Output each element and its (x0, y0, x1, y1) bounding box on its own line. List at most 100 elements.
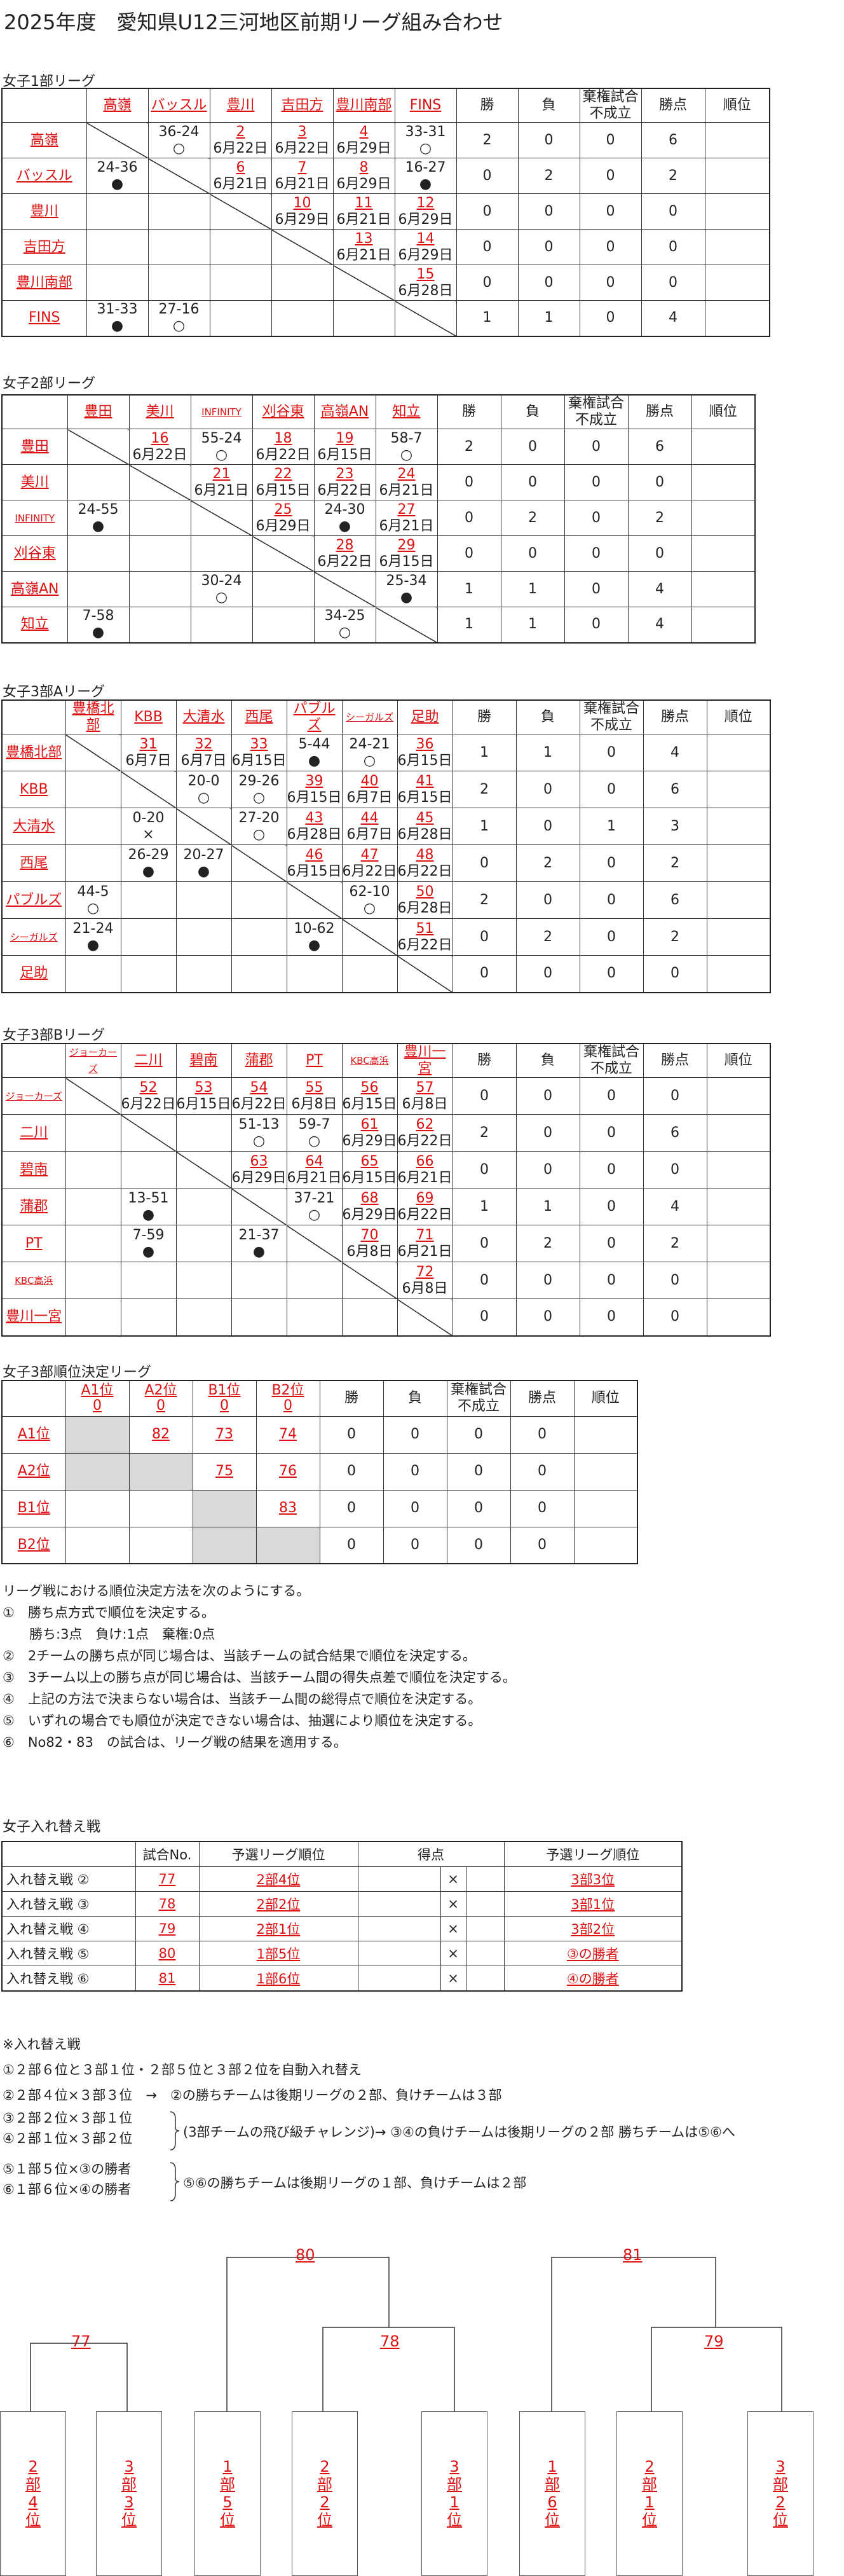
forfeits: 0 (579, 1225, 644, 1262)
points: 0 (510, 1452, 575, 1491)
forfeits: 0 (579, 158, 642, 194)
result-mark: ● (419, 176, 432, 192)
match-score: 13-51 (128, 1190, 169, 1206)
match-date: 6月8日 (402, 1096, 448, 1112)
match-date: 6月22日 (317, 482, 372, 499)
wins: 0 (437, 500, 501, 536)
match-cell: 34-25○ (313, 607, 376, 643)
points: 2 (641, 158, 705, 194)
ex-rank-b: ③の勝者 (503, 1941, 683, 1966)
bracket-match-79: 79 (704, 2332, 724, 2350)
match-number: 66 (416, 1153, 434, 1169)
rank (706, 734, 771, 771)
match-cell (286, 881, 343, 919)
notes-line-4b: ⑥１部６位×④の勝者 (3, 2182, 132, 2197)
match-score: 55-24 (201, 430, 242, 446)
match-date: 6月22日 (255, 446, 311, 463)
match-date: 6月8日 (346, 1243, 393, 1260)
forfeit-header: 棄権試合不成立 (564, 394, 629, 429)
match-cell (86, 265, 149, 301)
team-header: パブルズ (286, 699, 343, 734)
ex-rank-a: 2部2位 (198, 1891, 358, 1917)
match-cell (192, 1526, 257, 1564)
ex-label: 入れ替え戦 ⑤ (1, 1941, 136, 1966)
match-date: 6月21日 (213, 176, 268, 192)
match-score: 34-25 (324, 608, 365, 624)
ex-rank-a: 2部4位 (198, 1866, 358, 1892)
match-cell (271, 229, 334, 265)
forfeits: 1 (579, 808, 644, 845)
loss-header: 負 (515, 1043, 580, 1078)
team-header: FINS (394, 88, 457, 123)
result-mark: ○ (363, 752, 376, 769)
match-score: 25-34 (386, 572, 427, 589)
match-cell: 29-26○ (231, 771, 287, 808)
match-date: 6月21日 (194, 482, 249, 499)
match-number: 19 (336, 430, 354, 446)
match-cell (120, 955, 177, 993)
match-date: 6月7日 (346, 826, 393, 843)
match-cell (128, 500, 191, 536)
team-header: 蒲郡 (231, 1043, 287, 1078)
team-name: 大清水 (1, 808, 66, 845)
result-mark: ○ (252, 1133, 266, 1149)
wins: 0 (456, 229, 519, 265)
match-cell: 62-10○ (341, 881, 398, 919)
losses: 0 (517, 122, 580, 158)
match-cell (231, 955, 287, 993)
wins: 0 (452, 844, 517, 882)
result-mark: ○ (338, 624, 351, 641)
match-cell (120, 1114, 177, 1152)
points: 0 (627, 464, 692, 500)
forfeits: 0 (579, 122, 642, 158)
match-date: 6月22日 (397, 863, 453, 879)
loss-header: 負 (500, 394, 565, 429)
match-cell (128, 1526, 193, 1564)
match-cell (332, 265, 395, 301)
match-number: 43 (305, 809, 323, 826)
match-number: 15 (416, 266, 435, 282)
ex-match-no: 81 (135, 1966, 200, 1992)
wins: 2 (456, 122, 519, 158)
match-cell (341, 955, 398, 993)
ex-label: 入れ替え戦 ⑥ (1, 1966, 136, 1992)
match-cell: 31-33● (86, 300, 149, 336)
match-cell (128, 571, 191, 607)
match-date: 6月22日 (213, 140, 268, 156)
match-date: 6月29日 (255, 518, 311, 534)
match-cell (341, 1298, 398, 1336)
match-date: 6月7日 (180, 752, 227, 769)
team-header: 刈谷東 (252, 394, 315, 429)
points: 0 (643, 1298, 707, 1336)
match-cell: 75 (192, 1452, 257, 1491)
match-cell: 59-7○ (286, 1114, 343, 1152)
match-number: 39 (305, 773, 323, 789)
team-name: B1位 (1, 1489, 66, 1527)
match-cell (252, 535, 315, 572)
result-mark: ● (111, 176, 124, 192)
match-date: 6月29日 (275, 211, 330, 228)
bracket-match-81: 81 (623, 2246, 643, 2264)
match-cell (120, 771, 177, 808)
ex-match-no: 77 (135, 1866, 200, 1892)
team-header: シーガルズ (341, 699, 398, 734)
match-cell (65, 808, 121, 845)
